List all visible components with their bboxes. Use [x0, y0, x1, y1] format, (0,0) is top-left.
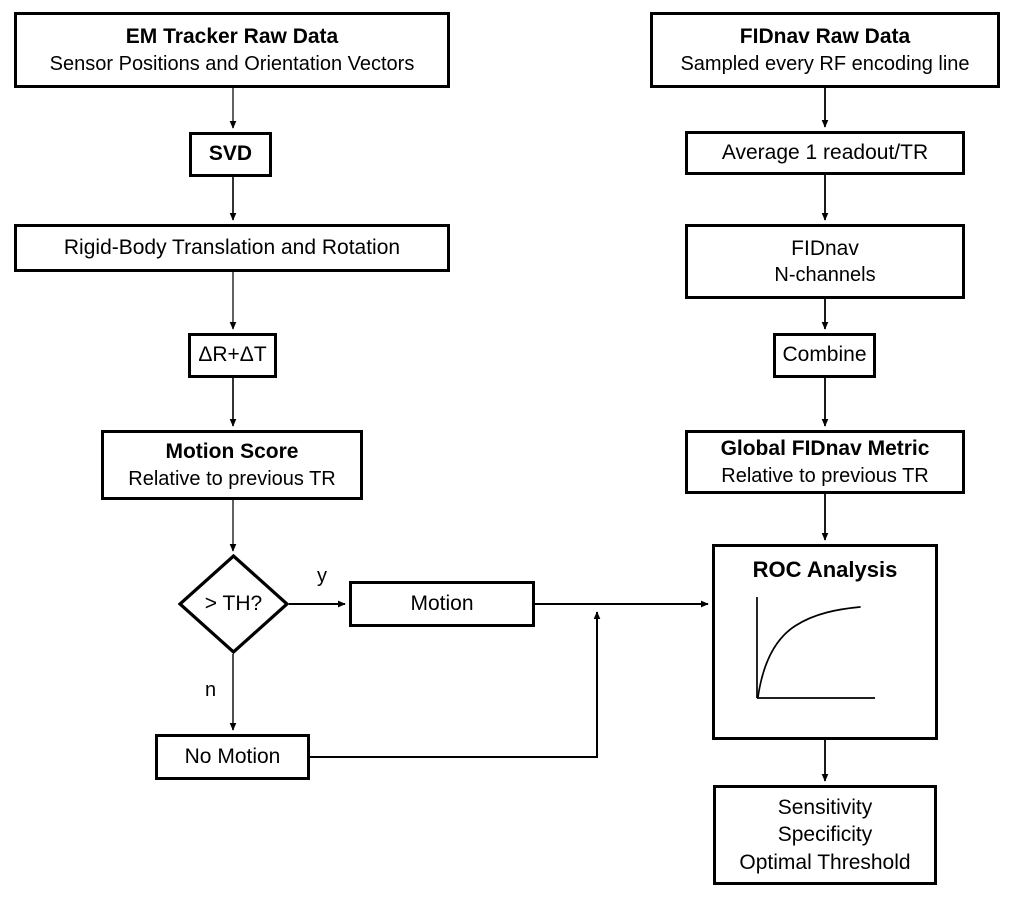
node-average-readout[interactable]: Average 1 readout/TR	[685, 131, 965, 175]
motion-score-title: Motion Score	[165, 440, 299, 464]
em-tracker-title: EM Tracker Raw Data	[125, 25, 339, 49]
rigid-body-title: Rigid-Body Translation and Rotation	[63, 235, 401, 259]
node-fidnav-raw-data[interactable]: FIDnav Raw Data Sampled every RF encodin…	[650, 12, 1000, 88]
node-svd[interactable]: SVD	[189, 132, 272, 177]
combine-title: Combine	[782, 343, 867, 367]
delta-rt-title: ΔR+ΔT	[198, 343, 267, 367]
global-fidnav-metric-title: Global FIDnav Metric	[720, 437, 930, 461]
roc-analysis-title: ROC Analysis	[752, 557, 898, 582]
node-threshold-decision[interactable]: > TH?	[178, 554, 289, 654]
outputs-line-sensitivity: Sensitivity	[777, 796, 873, 820]
outputs-line-optimal-threshold: Optimal Threshold	[739, 850, 911, 874]
edge-label-yes: y	[317, 565, 327, 587]
node-em-tracker-raw-data[interactable]: EM Tracker Raw Data Sensor Positions and…	[14, 12, 450, 88]
node-motion[interactable]: Motion	[349, 581, 535, 627]
em-tracker-subtitle: Sensor Positions and Orientation Vectors	[49, 52, 415, 75]
node-delta-rt[interactable]: ΔR+ΔT	[188, 333, 277, 378]
fidnav-channels-subtitle: N-channels	[774, 264, 876, 287]
roc-analysis-body: ROC Analysis	[715, 547, 935, 737]
node-global-fidnav-metric[interactable]: Global FIDnav Metric Relative to previou…	[685, 430, 965, 494]
motion-score-subtitle: Relative to previous TR	[128, 467, 336, 490]
global-fidnav-metric-subtitle: Relative to previous TR	[721, 464, 929, 487]
no-motion-title: No Motion	[184, 744, 281, 768]
node-no-motion[interactable]: No Motion	[155, 734, 310, 780]
motion-title: Motion	[410, 591, 474, 615]
threshold-decision-label: > TH?	[204, 592, 263, 615]
roc-curve-mini-chart	[756, 596, 875, 699]
node-motion-score[interactable]: Motion Score Relative to previous TR	[101, 430, 363, 500]
roc-curve-path	[757, 606, 861, 698]
node-roc-analysis[interactable]: ROC Analysis	[712, 544, 938, 740]
outputs-line-specificity: Specificity	[777, 823, 873, 847]
fidnav-channels-title: FIDnav	[791, 236, 859, 260]
edge-label-no: n	[205, 679, 217, 701]
fidnav-raw-subtitle: Sampled every RF encoding line	[680, 52, 970, 75]
edge-nomotion-to-merge	[310, 611, 601, 758]
node-combine[interactable]: Combine	[773, 333, 876, 378]
node-outputs[interactable]: Sensitivity Specificity Optimal Threshol…	[713, 785, 937, 885]
diamond-shape	[178, 554, 289, 654]
fidnav-raw-title: FIDnav Raw Data	[739, 25, 911, 49]
svd-title: SVD	[208, 142, 253, 166]
node-fidnav-channels[interactable]: FIDnav N-channels	[685, 224, 965, 299]
node-rigid-body[interactable]: Rigid-Body Translation and Rotation	[14, 224, 450, 272]
average-readout-title: Average 1 readout/TR	[721, 140, 929, 164]
